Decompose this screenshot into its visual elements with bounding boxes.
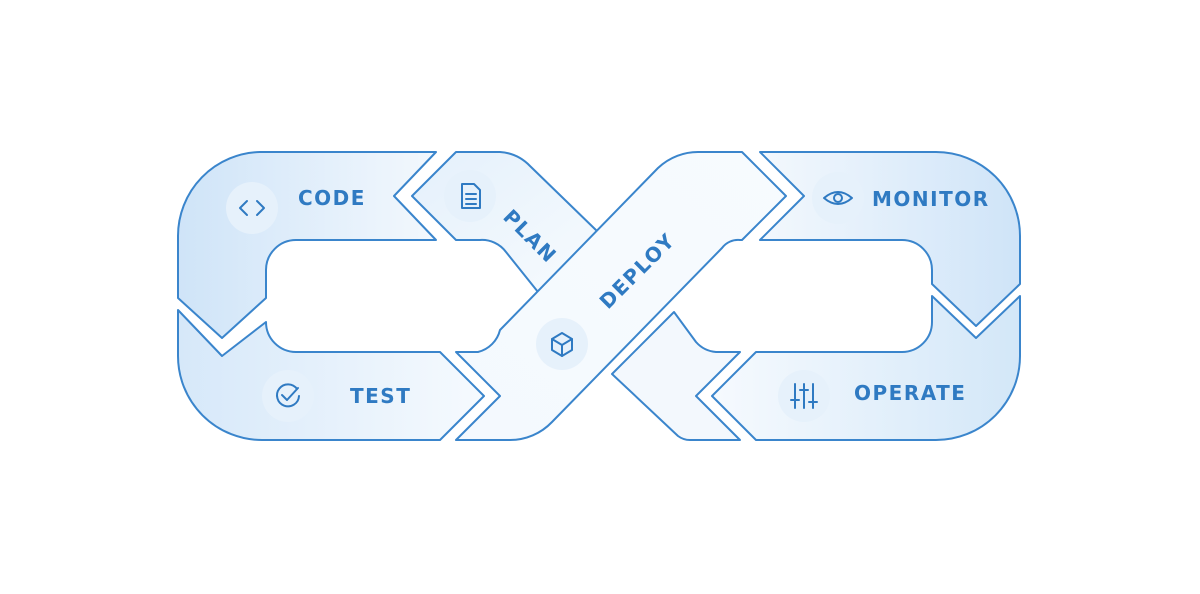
monitor-segment [759, 151, 1021, 327]
document-icon [461, 183, 481, 209]
plan-badge [444, 170, 496, 222]
package-box-icon [551, 332, 573, 357]
stage-monitor: MONITOR [812, 172, 990, 224]
monitor-label: MONITOR [872, 187, 990, 211]
test-label: TEST [350, 384, 411, 408]
return-segment [611, 311, 741, 441]
code-segment [177, 151, 437, 339]
eye-icon [823, 191, 853, 205]
monitor-badge [812, 172, 864, 224]
stage-code: CODE [226, 182, 366, 234]
deploy-segment [455, 150, 787, 441]
code-badge [226, 182, 278, 234]
code-label: CODE [298, 186, 366, 210]
code-brackets-icon [239, 200, 265, 216]
stage-operate: OPERATE [778, 370, 966, 422]
test-segment [177, 309, 485, 441]
test-badge [262, 370, 314, 422]
operate-label: OPERATE [854, 381, 966, 405]
stage-test: TEST [262, 370, 411, 422]
check-circle-icon [276, 383, 300, 408]
sliders-icon [790, 383, 818, 409]
